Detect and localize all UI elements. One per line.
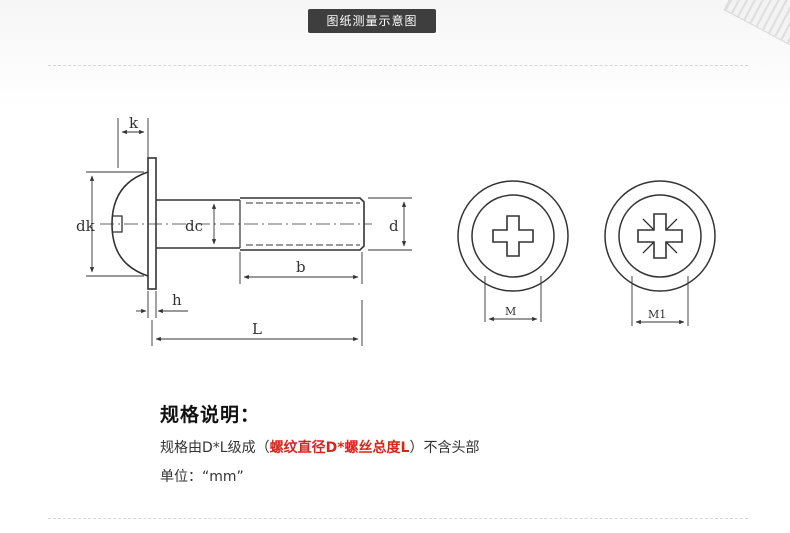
label-M1: M1	[648, 308, 666, 321]
spec-section: 规格说明： 规格由D*L级成（螺纹直径D*螺丝总度L）不含头部 单位：“mm”	[160, 400, 479, 486]
label-d: d	[389, 217, 399, 235]
label-k: k	[129, 114, 139, 132]
phillips-cross-icon	[492, 215, 534, 257]
phillips-outer-circle	[457, 180, 569, 292]
spec-unit-line: 单位：“mm”	[160, 469, 244, 485]
spec-format-prefix: 规格由D*L级成（	[160, 440, 270, 456]
screw-dimension-diagram: k dk dc d b h L M M1	[76, 114, 716, 346]
washer-flange	[147, 157, 157, 290]
screw-side-view	[100, 157, 372, 290]
bottom-divider	[48, 518, 748, 519]
phillips-inner-circle	[471, 194, 555, 278]
label-h: h	[172, 291, 182, 309]
spec-title: 规格说明：	[160, 404, 261, 426]
label-dc: dc	[185, 217, 203, 235]
page-title: 图纸测量示意图	[308, 9, 436, 33]
spec-format-line: 规格由D*L级成（螺纹直径D*螺丝总度L）不含头部	[160, 437, 479, 457]
label-dk: dk	[76, 217, 96, 235]
spec-format-suffix: ）不含头部	[409, 440, 480, 456]
top-divider	[48, 65, 748, 66]
head-slot	[112, 215, 123, 233]
label-b: b	[296, 258, 306, 276]
pozidriv-head-view	[604, 180, 716, 326]
label-L: L	[252, 320, 262, 338]
pozidriv-outer-circle	[604, 180, 716, 292]
phillips-head-view	[457, 180, 569, 322]
spec-format-highlight: 螺纹直径D*螺丝总度L	[269, 440, 410, 456]
pozidriv-tick-marks	[642, 218, 678, 254]
dimension-lines	[86, 118, 412, 346]
pozidriv-inner-circle	[618, 194, 702, 278]
label-M: M	[505, 305, 516, 318]
screw-shank	[156, 199, 240, 249]
